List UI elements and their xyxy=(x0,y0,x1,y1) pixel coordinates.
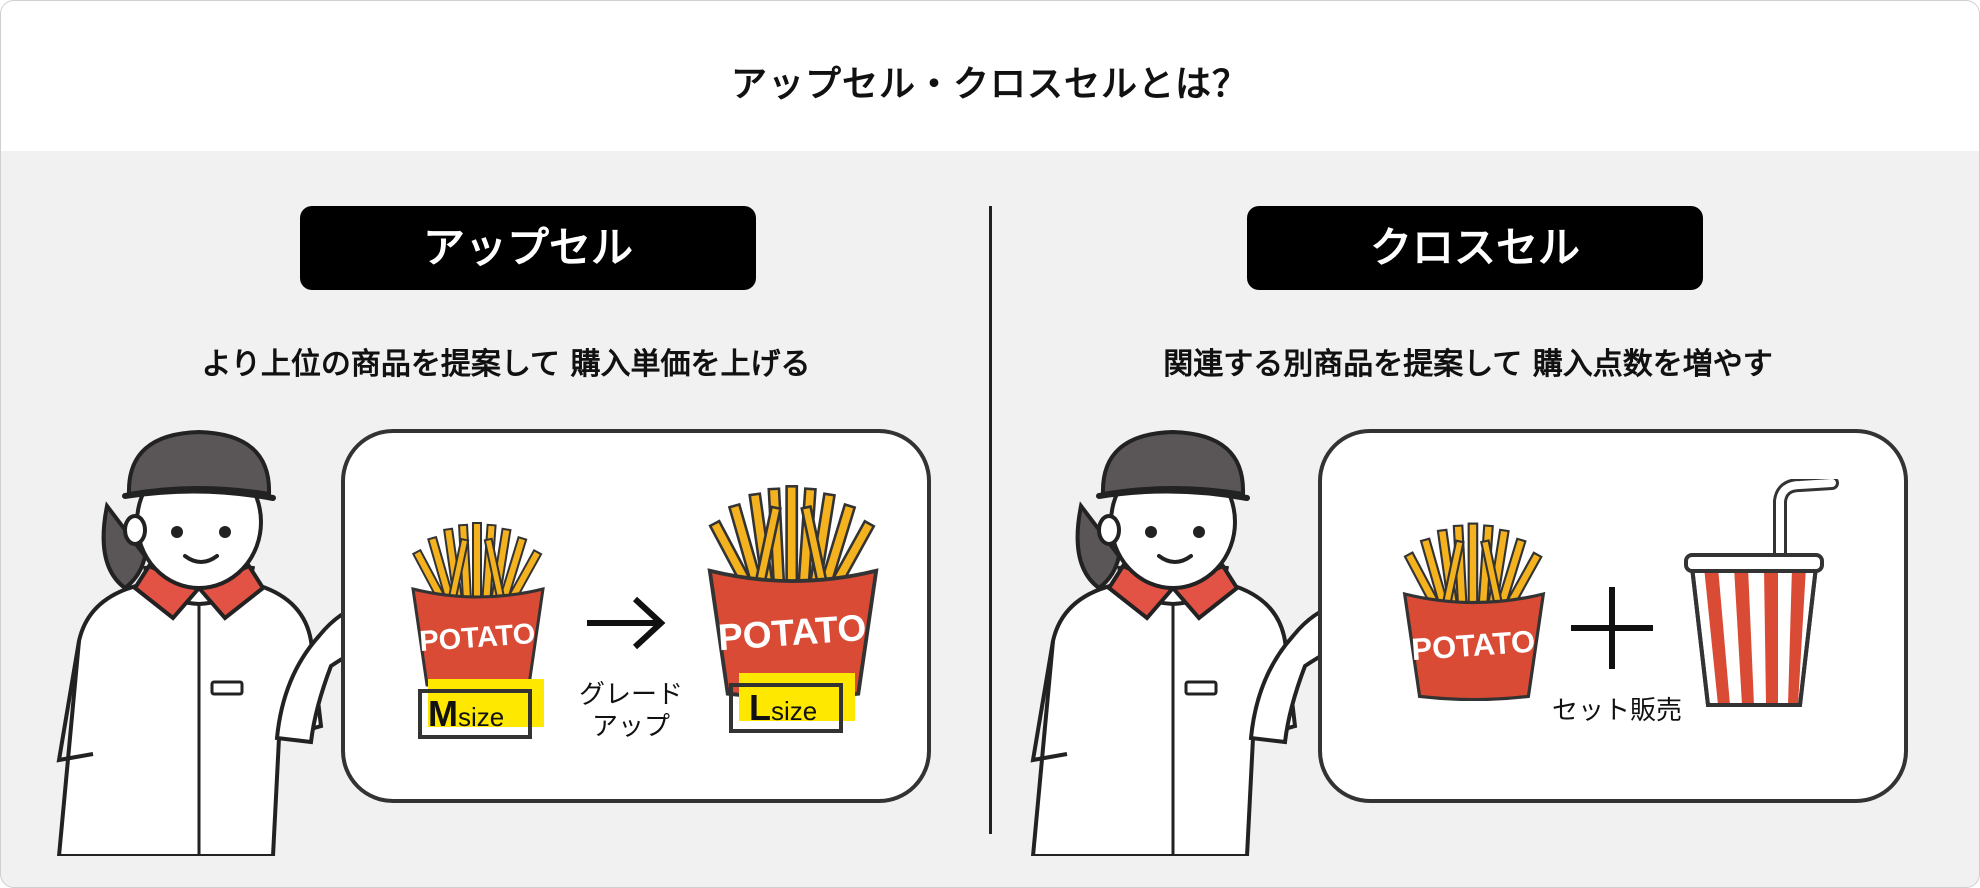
upgrade-label-line1: グレード xyxy=(578,680,683,710)
fries-icon: POTATO xyxy=(1403,521,1545,701)
crosssell-description: 関連する別商品を提案して 購入点数を増やす xyxy=(1163,347,1773,382)
size-m-tag: Msize xyxy=(418,679,544,739)
upsell-heading: アップセル xyxy=(300,206,756,290)
center-divider xyxy=(989,206,992,834)
header: アップセル・クロスセルとは？ xyxy=(1,1,1979,151)
size-m-suffix: size xyxy=(458,702,505,732)
arrow-right-icon xyxy=(587,596,666,650)
upgrade-label-line2: アップ xyxy=(591,712,670,742)
upsell-panel: POTATO Msize グレード アップ POTATO Lsize xyxy=(341,429,931,803)
fries-medium-icon: POTATO xyxy=(411,521,545,689)
staff-illustration-left xyxy=(49,426,389,856)
size-l-suffix: size xyxy=(771,696,818,726)
crosssell-heading: クロスセル xyxy=(1247,206,1703,290)
upgrade-label: グレード アップ xyxy=(571,679,691,743)
upsell-description: より上位の商品を提案して 購入単価を上げる xyxy=(201,347,811,382)
fries-large-label: POTATO xyxy=(717,606,868,658)
size-highlight xyxy=(428,679,544,727)
size-l-tag: Lsize xyxy=(729,673,855,733)
fries-large-icon: POTATO xyxy=(707,484,879,700)
staff-illustration-right xyxy=(1023,426,1363,856)
size-frame xyxy=(418,689,532,739)
fries-label: POTATO xyxy=(1410,624,1536,668)
drink-cup-icon xyxy=(1684,479,1839,707)
size-highlight xyxy=(739,673,855,721)
size-frame xyxy=(729,683,843,733)
size-m-letter: M xyxy=(428,693,458,734)
size-l-letter: L xyxy=(749,687,771,728)
page-title: アップセル・クロスセルとは？ xyxy=(730,64,1249,105)
crosssell-panel: POTATO セット販売 xyxy=(1318,429,1908,803)
set-sale-label: セット販売 xyxy=(1551,696,1682,726)
plus-icon xyxy=(1571,587,1653,669)
